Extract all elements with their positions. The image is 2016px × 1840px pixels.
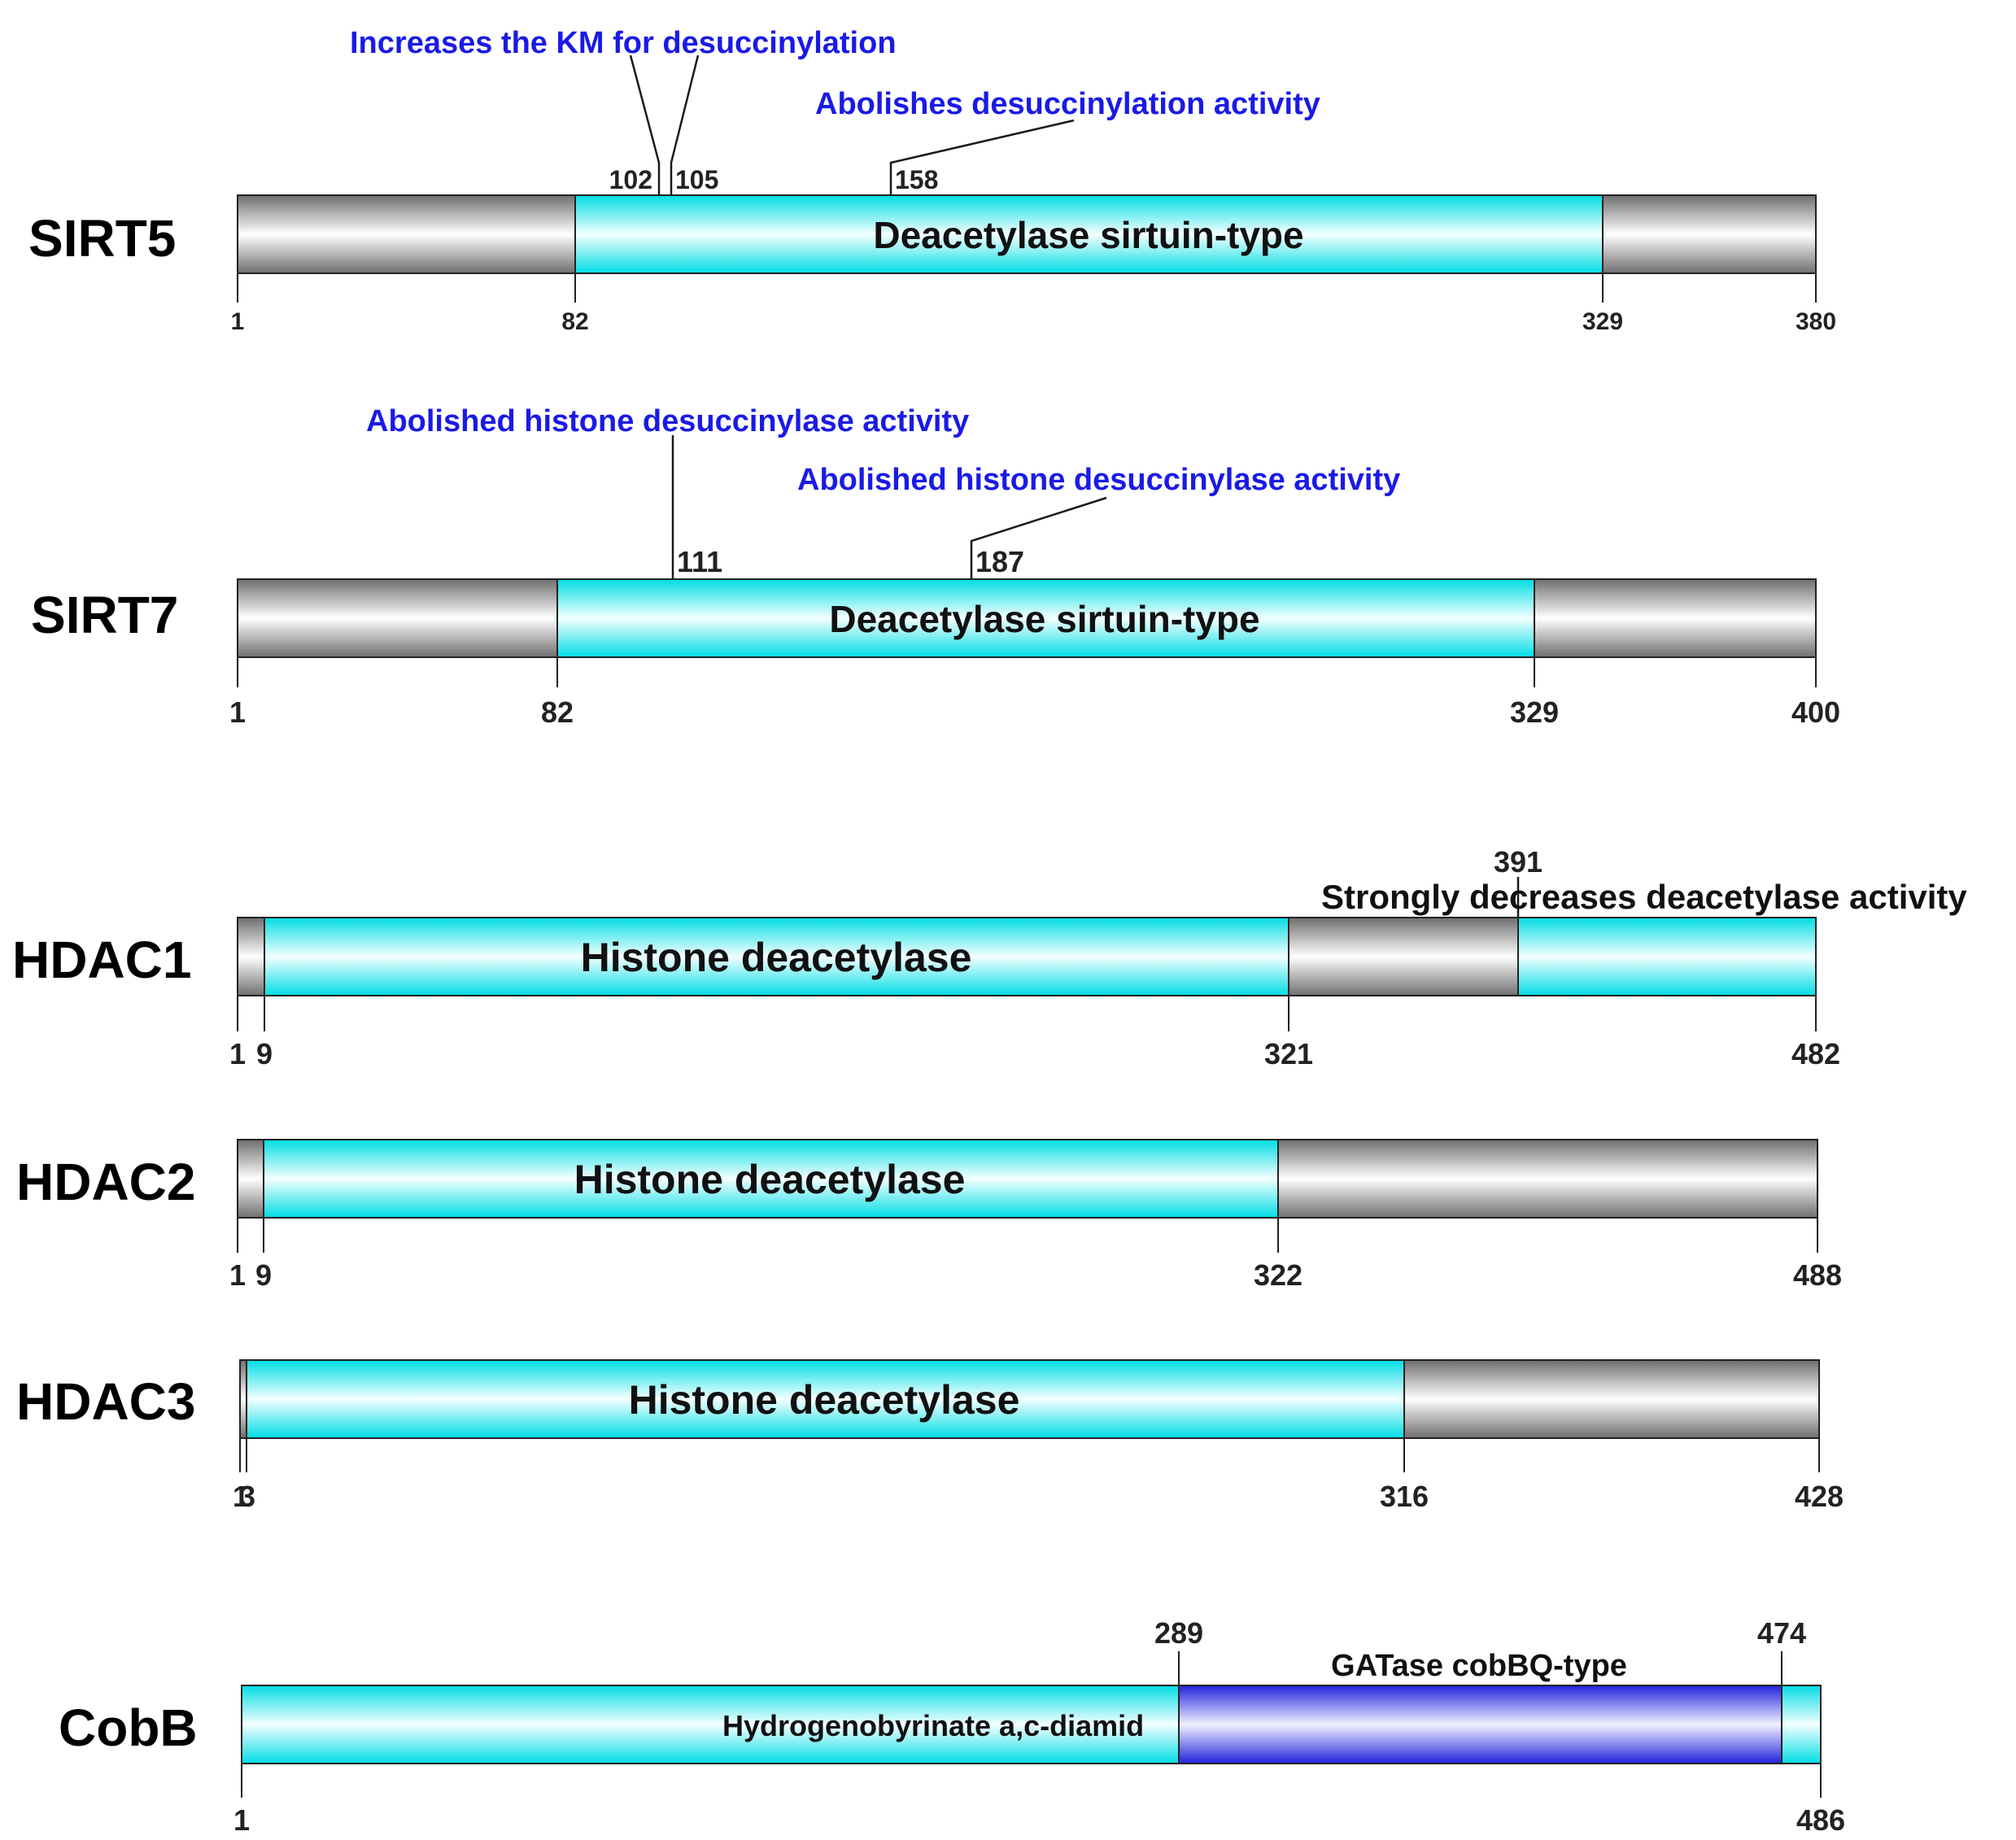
- domain-label: Histone deacetylase: [574, 1157, 966, 1202]
- site-position-label: 187: [975, 545, 1024, 578]
- site-position-label: 158: [895, 165, 938, 194]
- domain-gatase-cobbq: [1178, 1685, 1783, 1764]
- tick-marks: [237, 996, 1817, 1031]
- tick-label: 1: [229, 1258, 246, 1292]
- segment-gray: [237, 194, 576, 274]
- domain-hydrogenobyrinate-diamide-synthase: [241, 1685, 1180, 1764]
- tick-label: 322: [1254, 1258, 1303, 1292]
- protein-name: SIRT7: [31, 586, 178, 644]
- domain-label: Deacetylase sirtuin-type: [829, 598, 1259, 640]
- segment-gray: [1277, 1139, 1818, 1219]
- protein-name: HDAC1: [12, 931, 191, 989]
- protein-hdac3: HDAC3 Histone deacetylase 1 3 316 428: [16, 1359, 1844, 1513]
- segment-cyan: [1781, 1685, 1822, 1764]
- site-leader-lines: [629, 55, 1075, 195]
- tick-label: 289: [1154, 1616, 1203, 1650]
- site-annotation: Abolished histone desuccinylase activity: [366, 404, 969, 438]
- tick-label: 380: [1796, 308, 1836, 335]
- tick-label: 1: [231, 308, 245, 335]
- site-annotation: Abolished histone desuccinylase activity: [797, 463, 1400, 497]
- site-position-label: 391: [1494, 845, 1543, 879]
- site-leader-lines: [671, 435, 1107, 579]
- segment-gray: [1534, 578, 1817, 658]
- protein-name: SIRT5: [28, 209, 176, 268]
- tick-marks: [241, 1651, 1822, 1798]
- segment-cyan: [1517, 917, 1817, 996]
- domain-label: Deacetylase sirtuin-type: [873, 214, 1303, 256]
- tick-label: 488: [1793, 1258, 1842, 1292]
- domain-label: Histone deacetylase: [581, 935, 972, 980]
- domain-histone-deacetylase: [263, 1139, 1279, 1219]
- tick-label: 486: [1796, 1803, 1845, 1837]
- protein-hdac2: HDAC2 Histone deacetylase 1 9 322 488: [16, 1139, 1842, 1292]
- domain-label: GATase cobBQ-type: [1331, 1649, 1627, 1683]
- site-position-label: 111: [677, 545, 722, 578]
- site-position-label: 102: [609, 165, 652, 194]
- tick-marks: [237, 1218, 1818, 1253]
- tick-label: 9: [255, 1258, 272, 1292]
- tick-label: 82: [541, 695, 574, 729]
- protein-sirt5: SIRT5 Deacetylase sirtuin-type 1 82 329 …: [28, 26, 1836, 335]
- segment-gray: [237, 917, 265, 996]
- segment-gray: [239, 1359, 247, 1439]
- tick-label: 482: [1791, 1037, 1840, 1070]
- tick-label: 82: [561, 308, 588, 335]
- protein-name: CobB: [59, 1698, 198, 1757]
- tick-label: 1: [229, 1037, 246, 1070]
- tick-label: 428: [1795, 1480, 1844, 1513]
- protein-hdac1: HDAC1 Histone deacetylase 1 9 321 482 39…: [12, 845, 1967, 1070]
- tick-label: 1: [229, 695, 246, 729]
- segment-gray: [237, 578, 558, 658]
- tick-label: 329: [1510, 695, 1559, 729]
- tick-label: 1: [233, 1480, 249, 1513]
- tick-label: 316: [1380, 1480, 1429, 1513]
- domain-deacetylase-sirtuin: [556, 578, 1535, 658]
- tick-label: 329: [1582, 308, 1623, 335]
- domain-label: Histone deacetylase: [629, 1377, 1020, 1423]
- tick-marks: [237, 273, 1817, 303]
- site-annotation: Abolishes desuccinylation activity: [815, 87, 1320, 121]
- domain-deacetylase-sirtuin: [574, 194, 1604, 274]
- segment-gray: [237, 1139, 264, 1219]
- protein-name: HDAC2: [16, 1153, 195, 1211]
- protein-name: HDAC3: [16, 1372, 195, 1431]
- site-position-label: 105: [675, 165, 718, 194]
- tick-label: 400: [1791, 695, 1840, 729]
- segment-gray: [1602, 194, 1817, 274]
- domain-label: Hydrogenobyrinate a,c-diamid: [722, 1709, 1144, 1742]
- tick-marks: [237, 657, 1817, 687]
- site-annotation: Increases the KM for desuccinylation: [350, 26, 897, 60]
- site-annotation: Strongly decreases deacetylase activity: [1321, 878, 1967, 916]
- tick-label: 474: [1757, 1616, 1806, 1650]
- segment-gray: [1403, 1359, 1820, 1439]
- tick-label: 9: [256, 1037, 273, 1070]
- tick-label: 1: [233, 1803, 250, 1837]
- tick-marks: [239, 1438, 1820, 1472]
- tick-label: 321: [1264, 1037, 1313, 1070]
- segment-gray: [1288, 917, 1519, 996]
- protein-cobb: CobB Hydrogenobyrinate a,c-diamid GATase…: [59, 1616, 1845, 1837]
- domain-histone-deacetylase: [246, 1359, 1405, 1439]
- protein-sirt7: SIRT7 Deacetylase sirtuin-type 1 82 329 …: [31, 404, 1840, 729]
- tick-label: 3: [239, 1480, 255, 1513]
- domain-histone-deacetylase: [264, 917, 1289, 996]
